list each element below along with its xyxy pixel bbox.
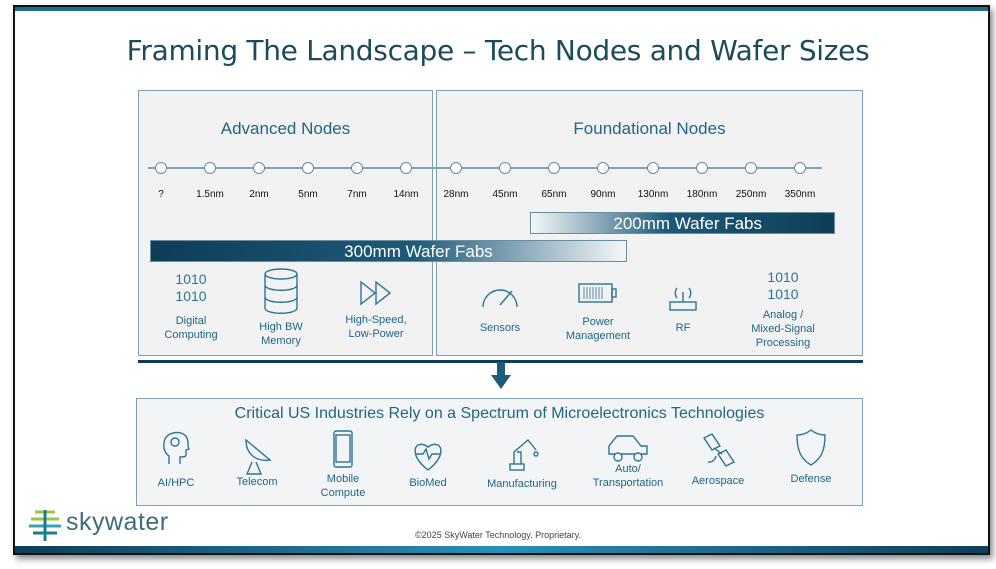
app-label: High-Speed, Low-Power <box>345 314 407 340</box>
industry-label: Defense <box>790 473 832 485</box>
node-marker <box>302 162 314 174</box>
node-label: 250nm <box>735 189 767 200</box>
app-label: RF <box>675 322 691 334</box>
app-label: Analog / Mixed-Signal Processing <box>751 309 815 349</box>
svg-text:1010: 1010 <box>175 271 206 287</box>
node-label: 45nm <box>492 189 518 200</box>
node-marker <box>745 162 757 174</box>
industry-label: BioMed <box>409 477 447 489</box>
industries-title: Critical US Industries Rely on a Spectru… <box>234 405 765 422</box>
advanced-nodes-panel: Advanced Nodes <box>138 90 433 356</box>
industry-label: AI/HPC <box>157 477 195 489</box>
svg-text:1010: 1010 <box>767 269 798 285</box>
divider <box>138 360 863 363</box>
satellite-dish-icon <box>235 436 279 481</box>
node-label: 14nm <box>393 189 419 200</box>
svg-text:1010: 1010 <box>767 286 798 302</box>
skywater-logo-text: skywater <box>66 508 169 536</box>
node-label: 28nm <box>443 189 469 200</box>
mobile-phone-icon <box>321 430 365 473</box>
shield-icon <box>789 428 833 471</box>
node-label: 130nm <box>637 189 669 200</box>
node-marker <box>696 162 708 174</box>
node-label: 1.5nm <box>196 189 224 200</box>
arrow-down-icon <box>491 362 511 389</box>
industries-panel: Critical US Industries Rely on a Spectru… <box>136 398 863 506</box>
ai-head-icon <box>154 430 198 471</box>
node-marker <box>794 162 806 174</box>
battery-icon <box>578 282 618 309</box>
node-label: 7nm <box>347 189 367 200</box>
industry-label: Aerospace <box>691 475 745 487</box>
foundational-nodes-title: Foundational Nodes <box>573 119 726 138</box>
node-label: 350nm <box>784 189 816 200</box>
robot-arm-icon <box>500 436 544 477</box>
node-marker <box>499 162 511 174</box>
advanced-nodes-title: Advanced Nodes <box>220 119 351 138</box>
app-label: Digital Computing <box>164 315 218 341</box>
top-accent-bar <box>15 7 988 11</box>
node-label: ? <box>158 189 164 200</box>
node-marker <box>351 162 363 174</box>
router-icon <box>663 283 703 318</box>
industry-label: Auto/ Transportation <box>592 463 664 489</box>
node-label: 90nm <box>590 189 616 200</box>
node-marker <box>450 162 462 174</box>
node-label: 2nm <box>249 189 269 200</box>
app-label: High BW Memory <box>259 321 303 347</box>
svg-text:1010: 1010 <box>175 288 206 304</box>
satellite-icon <box>696 432 740 477</box>
node-marker <box>400 162 412 174</box>
node-marker <box>155 162 167 174</box>
node-timeline <box>148 167 822 169</box>
app-label: Sensors <box>479 322 521 334</box>
node-label: 5nm <box>298 189 318 200</box>
footer-copyright: ©2025 SkyWater Technology. Proprietary. <box>415 530 581 540</box>
wafer-300mm-bar: 300mm Wafer Fabs <box>150 240 627 262</box>
car-icon <box>606 434 650 469</box>
skywater-logo-icon <box>29 510 61 541</box>
node-marker <box>597 162 609 174</box>
node-label: 65nm <box>541 189 567 200</box>
gauge-icon <box>480 285 520 314</box>
wafer-200mm-bar: 200mm Wafer Fabs <box>530 212 835 234</box>
node-marker <box>548 162 560 174</box>
bottom-accent-bar <box>15 546 988 553</box>
app-label: Power Management <box>565 316 631 342</box>
database-icon <box>261 268 301 319</box>
node-marker <box>253 162 265 174</box>
industry-label: Manufacturing <box>487 478 557 490</box>
industry-label: Telecom <box>236 476 278 488</box>
heart-pulse-icon <box>406 438 450 477</box>
node-marker <box>647 162 659 174</box>
page-title: Framing The Landscape – Tech Nodes and W… <box>126 34 870 67</box>
fast-forward-icon <box>356 280 396 311</box>
node-label: 180nm <box>686 189 718 200</box>
node-marker <box>204 162 216 174</box>
industry-label: Mobile Compute <box>320 473 366 499</box>
